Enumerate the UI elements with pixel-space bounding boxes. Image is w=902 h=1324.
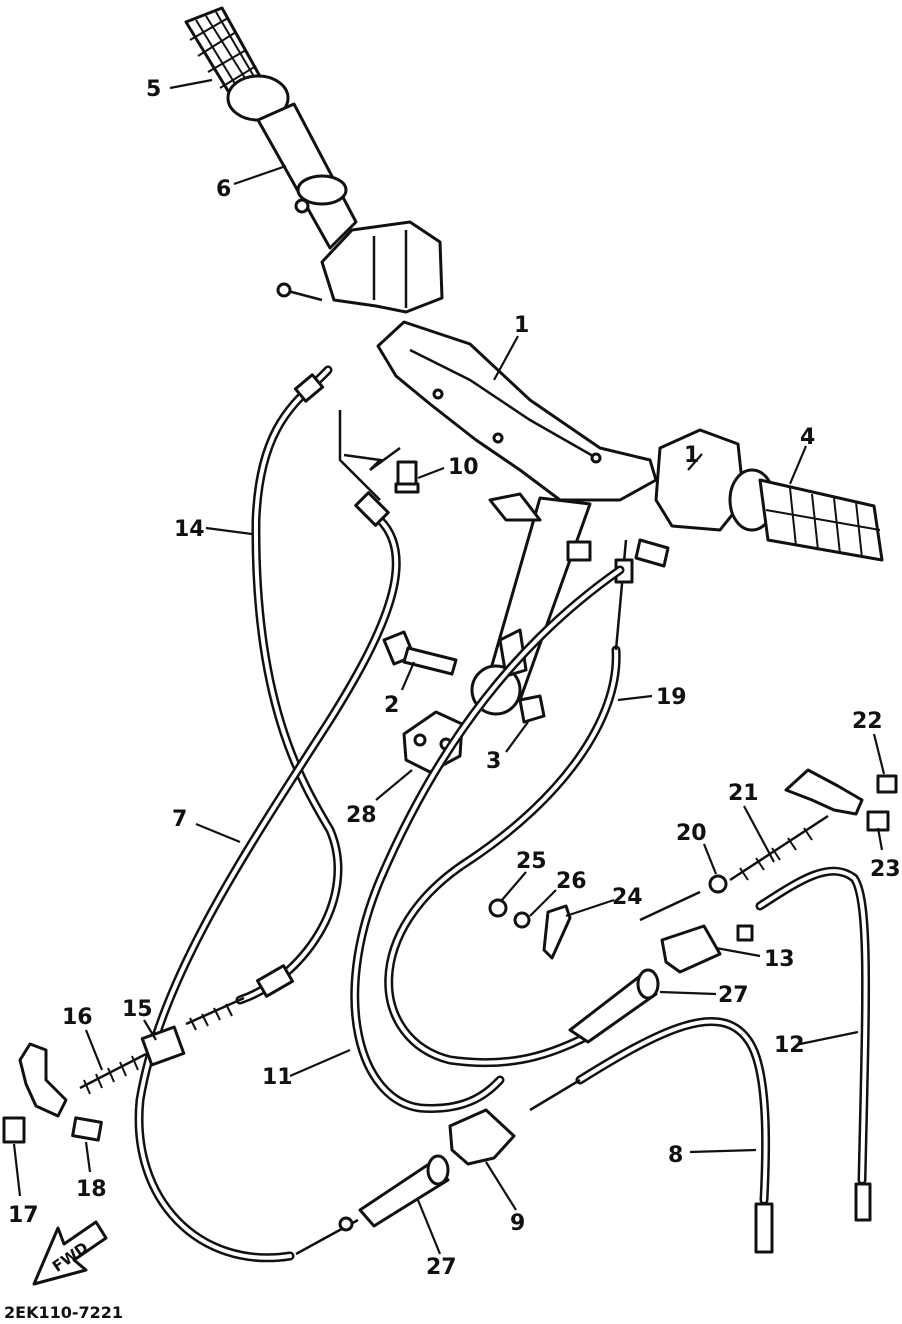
callout-1-switch: 1	[684, 443, 699, 468]
callout-22: 22	[852, 709, 883, 734]
callout-20: 20	[676, 821, 707, 846]
left-switch-housing	[276, 220, 444, 314]
callout-24: 24	[612, 885, 643, 910]
cable-14	[235, 365, 343, 1005]
callout-7: 7	[172, 807, 187, 832]
adjuster-assembly-left	[2, 964, 294, 1144]
callout-3: 3	[486, 749, 501, 774]
left-grip	[184, 6, 290, 122]
bolt-10	[394, 460, 420, 494]
callout-14: 14	[174, 517, 205, 542]
adjuster-assembly-right	[488, 768, 898, 1222]
callout-5: 5	[146, 77, 161, 102]
callout-6: 6	[216, 177, 231, 202]
callout-8: 8	[668, 1143, 683, 1168]
callout-23: 23	[870, 857, 901, 882]
callout-19: 19	[656, 685, 687, 710]
cable-7	[134, 410, 401, 1263]
bolt-2	[382, 630, 458, 676]
callout-2: 2	[384, 693, 399, 718]
cable-8	[529, 1016, 774, 1254]
callout-28: 28	[346, 803, 377, 828]
nut-3	[518, 694, 546, 724]
callout-11: 11	[262, 1065, 293, 1090]
callout-1-body: 1	[514, 313, 529, 338]
callout-9: 9	[510, 1211, 525, 1236]
callout-27-upper: 27	[718, 983, 749, 1008]
handlebar-tube	[256, 102, 358, 250]
right-grip	[728, 468, 884, 562]
callout-27-lower: 27	[426, 1255, 457, 1280]
callout-labels: 5 6 1 1 4 10 14 2 3 19 22 28 7 21 20 23 …	[8, 77, 901, 1280]
callout-18: 18	[76, 1177, 107, 1202]
callout-15: 15	[122, 997, 153, 1022]
callout-25: 25	[516, 849, 547, 874]
callout-10: 10	[448, 455, 479, 480]
right-switch-housing	[654, 428, 746, 532]
drawing-code: 2EK110-7221	[4, 1303, 123, 1322]
leader-lines	[12, 78, 886, 1255]
boot-27-lower	[295, 1154, 450, 1256]
handlebar-body	[376, 320, 658, 502]
callout-17: 17	[8, 1203, 39, 1228]
callout-12: 12	[774, 1033, 805, 1058]
callout-21: 21	[728, 781, 759, 806]
callout-16: 16	[62, 1005, 93, 1030]
cable-holder-9	[448, 1108, 516, 1166]
callout-26: 26	[556, 869, 587, 894]
callout-4: 4	[800, 425, 815, 450]
callout-13: 13	[764, 947, 795, 972]
cable-11	[350, 565, 625, 1113]
fwd-arrow: FWD	[32, 1220, 108, 1286]
boot-27-upper	[568, 968, 660, 1044]
